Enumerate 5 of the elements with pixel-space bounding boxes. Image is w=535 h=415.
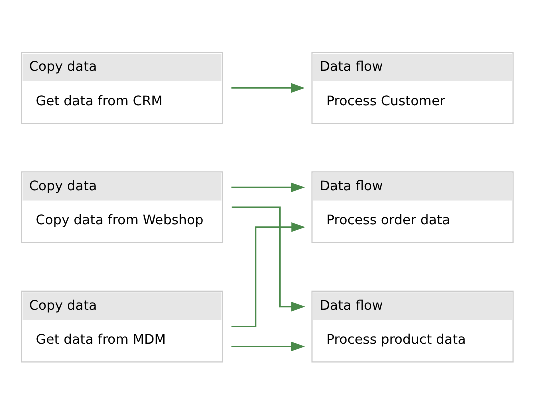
arrow bbox=[232, 206, 306, 312]
arrow bbox=[232, 182, 306, 192]
arrow bbox=[232, 342, 306, 352]
arrow bbox=[232, 222, 306, 328]
arrow bbox=[232, 83, 306, 94]
